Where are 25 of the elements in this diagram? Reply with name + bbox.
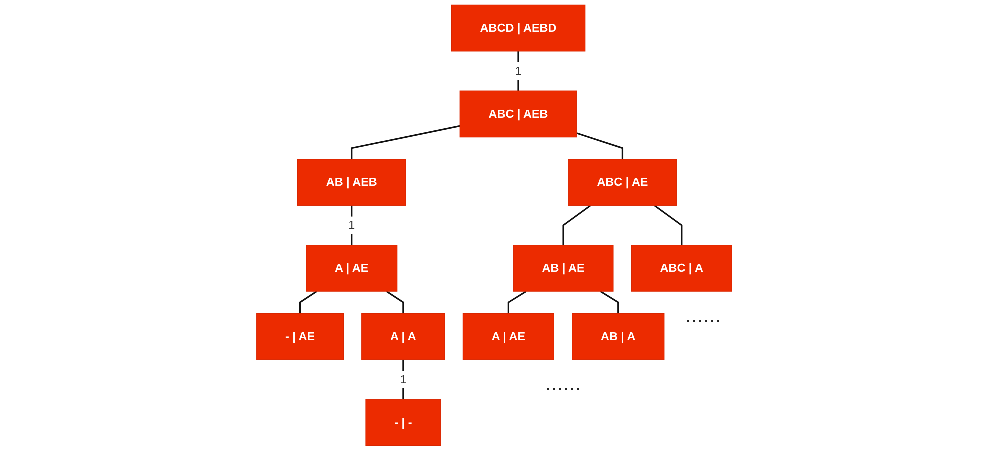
edge-label: 1 bbox=[400, 372, 407, 386]
connector bbox=[508, 290, 527, 314]
node-box: AB | AE bbox=[513, 245, 614, 292]
edge-label: 1 bbox=[348, 218, 356, 232]
node-box: ABCD | AEBD bbox=[451, 4, 586, 52]
connector bbox=[299, 290, 318, 314]
node-box: A | AE bbox=[306, 245, 398, 292]
ellipsis-text: ...... bbox=[546, 374, 582, 395]
edge-label: 1 bbox=[515, 64, 522, 78]
connector bbox=[351, 125, 460, 160]
node-box: A | AE bbox=[462, 313, 554, 360]
connector bbox=[600, 290, 620, 314]
connector bbox=[576, 132, 624, 160]
node-box: - | AE bbox=[256, 313, 344, 360]
node-box: ABC | AE bbox=[568, 159, 678, 206]
connector bbox=[654, 205, 683, 246]
node-box: AB | AEB bbox=[297, 159, 406, 206]
connector bbox=[386, 290, 404, 314]
node-box: ABC | A bbox=[631, 245, 732, 292]
node-box: AB | A bbox=[572, 313, 665, 360]
node-box: - | - bbox=[366, 399, 442, 446]
node-box: A | A bbox=[362, 313, 446, 360]
connector bbox=[562, 205, 592, 246]
ellipsis-text: ...... bbox=[686, 306, 722, 327]
node-box: ABC | AEB bbox=[460, 90, 578, 138]
